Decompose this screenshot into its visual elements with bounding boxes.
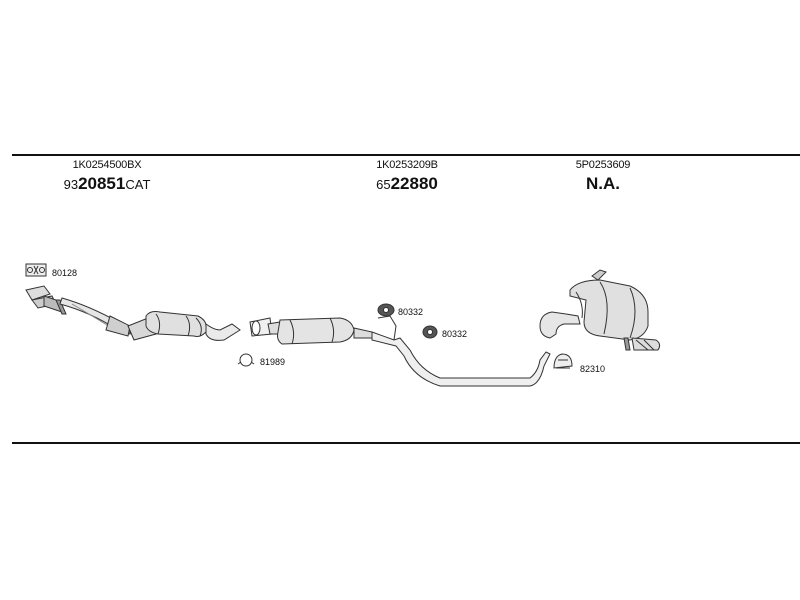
rear-clamp-icon bbox=[553, 353, 573, 369]
article-number: N.A. bbox=[586, 174, 620, 193]
hanger-label-lower: 80332 bbox=[442, 329, 467, 339]
clamp-icon bbox=[237, 353, 255, 367]
rear-clamp-label: 82310 bbox=[580, 364, 605, 374]
intermediate-pipe bbox=[371, 315, 551, 387]
article-number: 9320851CAT bbox=[63, 174, 151, 193]
part-rear-silencer: 5P0253609 N.A. bbox=[558, 160, 648, 193]
gasket-icon bbox=[25, 263, 47, 277]
rear-silencer bbox=[539, 269, 661, 351]
middle-silencer bbox=[249, 317, 373, 345]
gasket-label: 80128 bbox=[52, 268, 77, 278]
bottom-rule bbox=[12, 442, 800, 444]
part-middle-silencer: 1K0253209B 6522880 bbox=[362, 160, 452, 193]
clamp-label: 81989 bbox=[260, 357, 285, 367]
hanger-label-upper: 80332 bbox=[398, 307, 423, 317]
oe-reference: 1K0254500BX bbox=[72, 159, 142, 171]
top-rule bbox=[12, 154, 800, 156]
oe-reference: 1K0253209B bbox=[376, 159, 438, 171]
hanger-icon-upper bbox=[377, 303, 395, 317]
part-front-catalyst: 1K0254500BX 9320851CAT bbox=[62, 160, 152, 193]
hanger-icon-lower bbox=[422, 325, 438, 339]
oe-reference: 5P0253609 bbox=[575, 159, 631, 171]
front-pipe-with-catalyst bbox=[25, 285, 241, 341]
article-number: 6522880 bbox=[376, 174, 438, 193]
